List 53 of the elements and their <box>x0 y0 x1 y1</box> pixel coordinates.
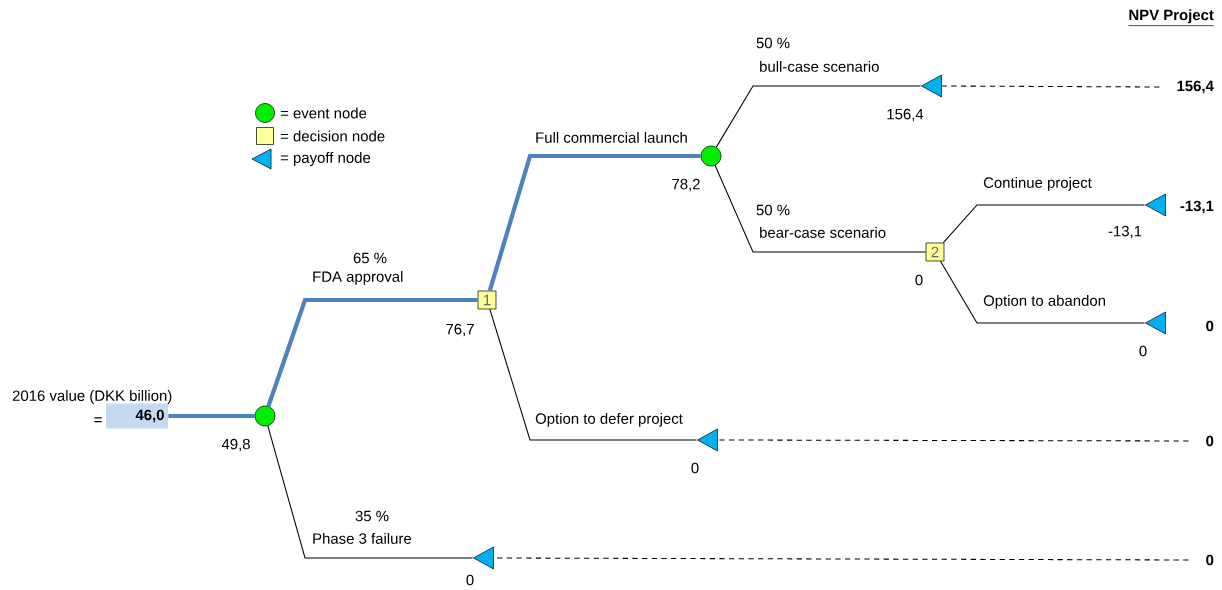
legend-text: = event node <box>280 107 367 119</box>
branch-line <box>717 439 1189 442</box>
event-node-circle <box>700 145 722 167</box>
edge-label: Phase 3 failure <box>310 531 414 546</box>
probability-label: 50 % <box>756 204 790 216</box>
event-node-circle <box>254 405 276 427</box>
npv-value: 0 <box>1206 554 1214 566</box>
node-value: 156,4 <box>887 108 924 122</box>
edge-label: bear-case scenario <box>757 225 888 240</box>
node-value: 0 <box>915 274 923 286</box>
edge-label: Option to defer project <box>533 411 685 429</box>
branch-line <box>942 204 1146 244</box>
edge-label: Full commercial launch <box>533 130 690 145</box>
legend-text: = payoff node <box>280 152 371 166</box>
edge-label: Continue project <box>981 175 1094 193</box>
branch-line <box>266 297 478 407</box>
payoff-node-triangle <box>1145 193 1166 217</box>
branch-line <box>940 260 1146 324</box>
branch-line <box>714 164 927 253</box>
payoff-node-triangle <box>697 428 718 452</box>
branch-line <box>715 85 922 148</box>
node-value: 76,7 <box>446 323 474 337</box>
npv-value: 0 <box>1206 435 1214 447</box>
probability-label: 65 % <box>353 252 387 264</box>
branch-line <box>267 425 474 559</box>
column-heading: NPV Project <box>1128 9 1215 26</box>
npv-value: -13,1 <box>1180 200 1214 214</box>
node-value: -13,1 <box>1108 225 1142 239</box>
node-value: 49,8 <box>221 438 250 452</box>
legend-text: = decision node <box>280 130 385 142</box>
probability-label: 50 % <box>756 37 790 49</box>
branch-line <box>941 85 1160 88</box>
payoff-node-triangle <box>1145 311 1166 335</box>
npv-value: 0 <box>1206 320 1214 332</box>
branch-line <box>487 153 701 292</box>
caption-text: 2016 value (DKK billion) <box>12 390 172 404</box>
decision-node-square: 1 <box>477 290 497 310</box>
edge-label: bull-case scenario <box>757 59 882 74</box>
edge-label: Option to abandon <box>981 293 1108 311</box>
node-value: 0 <box>691 462 699 474</box>
node-value: 78,2 <box>672 178 700 192</box>
npv-value: 156,4 <box>1177 80 1214 94</box>
node-value: 0 <box>466 574 474 586</box>
node-value: 0 <box>1139 345 1147 357</box>
branch-line <box>168 413 255 419</box>
equals-sign: = <box>94 417 102 423</box>
probability-label: 35 % <box>355 510 389 522</box>
value-cell: 46,0 <box>106 403 168 429</box>
decision-node-square: 2 <box>925 242 945 262</box>
edge-label: FDA approval <box>310 269 406 287</box>
branch-line <box>489 308 698 441</box>
payoff-node-triangle <box>921 74 942 98</box>
payoff-node-triangle <box>473 546 494 570</box>
